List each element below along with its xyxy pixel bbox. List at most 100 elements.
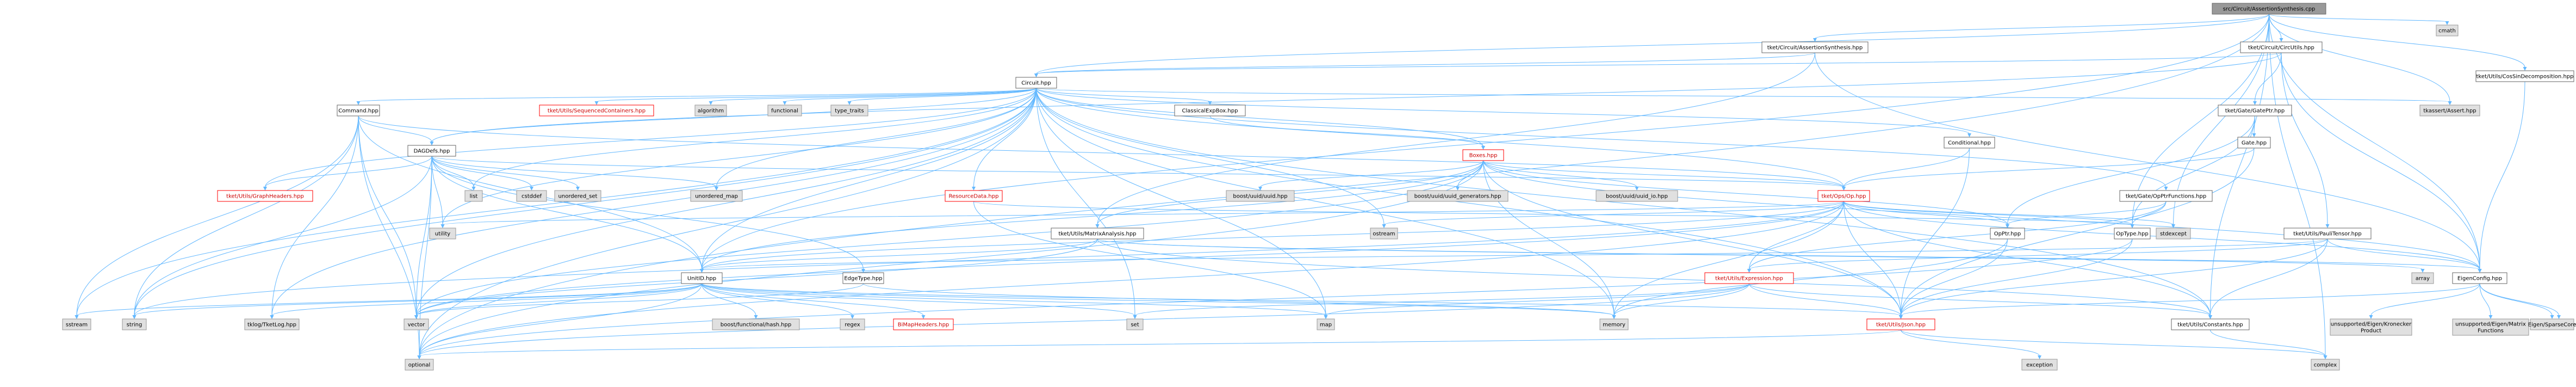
edge-arrow-dagdefs-to-list bbox=[471, 187, 476, 191]
node-matrixan[interactable]: tket/Utils/MatrixAnalysis.hpp bbox=[1051, 228, 1144, 239]
node-opptr[interactable]: OpPtr.hpp bbox=[1990, 228, 2025, 239]
edge-gateptr-to-optype bbox=[2132, 115, 2255, 225]
node-optype[interactable]: OpType.hpp bbox=[2114, 228, 2151, 239]
node-paulitensor[interactable]: tket/Utils/PauliTensor.hpp bbox=[2283, 228, 2372, 239]
edge-root-to-cosin bbox=[2269, 14, 2525, 68]
node-expression[interactable]: tket/Utils/Expression.hpp bbox=[1704, 272, 1794, 284]
node-eigenconfig[interactable]: EigenConfig.hpp bbox=[2452, 272, 2507, 284]
node-label: cmath bbox=[2438, 28, 2456, 34]
node-label: string bbox=[127, 322, 142, 328]
node-box bbox=[2240, 41, 2323, 53]
node-complex: complex bbox=[2311, 359, 2340, 371]
edge-root-to-constants bbox=[2210, 14, 2269, 316]
node-label: stdexcept bbox=[2160, 231, 2187, 237]
node-ostream: ostream bbox=[1370, 228, 1398, 239]
edge-arrow-dagdefs-to-graphheaders bbox=[263, 187, 267, 191]
node-op[interactable]: tket/Ops/Op.hpp bbox=[1817, 190, 1870, 202]
edge-op-to-utility bbox=[442, 201, 1844, 225]
node-tket_cas[interactable]: tket/Circuit/AssertionSynthesis.hpp bbox=[1761, 41, 1869, 53]
edge-arrow-command-to-dagdefs bbox=[430, 142, 434, 145]
node-json[interactable]: tket/Utils/Json.hpp bbox=[1866, 318, 1935, 330]
edge-circuit-to-utility bbox=[442, 88, 1036, 225]
node-command[interactable]: Command.hpp bbox=[337, 105, 380, 116]
node-tket_cu[interactable]: tket/Circuit/CircUtils.hpp bbox=[2240, 41, 2323, 53]
node-bimap[interactable]: BiMapHeaders.hpp bbox=[893, 318, 954, 330]
node-label: utility bbox=[435, 231, 451, 237]
edge-expression-to-map bbox=[1325, 283, 1749, 316]
edge-root-to-optype bbox=[2132, 14, 2269, 225]
node-box bbox=[2436, 24, 2459, 36]
node-label: Command.hpp bbox=[338, 108, 378, 114]
edge-arrow-boxes-to-buuidgen bbox=[1456, 187, 1460, 191]
node-label: complex bbox=[2314, 363, 2337, 368]
node-box bbox=[842, 272, 884, 284]
node-box bbox=[2119, 190, 2213, 202]
edge-circuit-to-optional bbox=[419, 88, 1036, 357]
node-gateptr[interactable]: tket/Gate/GatePtr.hpp bbox=[2218, 105, 2292, 116]
node-box bbox=[122, 318, 147, 330]
edge-circuit-to-sstream bbox=[76, 88, 1036, 316]
edge-boxes-to-buuid bbox=[1260, 160, 1483, 188]
node-circuit[interactable]: Circuit.hpp bbox=[1015, 77, 1057, 89]
edge-json-to-complex bbox=[1901, 329, 2326, 357]
edge-arrow-root-to-cosin bbox=[2523, 67, 2527, 71]
node-label: Circuit.hpp bbox=[1021, 81, 1051, 87]
node-classexp[interactable]: ClassicalExpBox.hpp bbox=[1174, 105, 1246, 116]
edge-paulitensor-to-eigenconfig bbox=[2327, 238, 2480, 270]
edge-arrow-unitid-to-string bbox=[132, 315, 136, 319]
node-dagdefs[interactable]: DAGDefs.hpp bbox=[407, 145, 456, 157]
node-opptrfn[interactable]: tket/Gate/OpPtrFunctions.hpp bbox=[2119, 190, 2213, 202]
edge-tket_cu-to-paulitensor bbox=[2281, 52, 2328, 225]
edge-circuit-to-classexp bbox=[1036, 88, 1211, 102]
node-box bbox=[2330, 318, 2412, 336]
node-functional: functional bbox=[767, 105, 802, 116]
edge-circuit-to-vector bbox=[416, 88, 1036, 316]
node-resourcedata[interactable]: ResourceData.hpp bbox=[945, 190, 1003, 202]
edge-paulitensor-to-json bbox=[1901, 238, 2328, 316]
node-box bbox=[516, 190, 547, 202]
node-label: tket/Utils/PauliTensor.hpp bbox=[2293, 231, 2361, 237]
node-box bbox=[2237, 137, 2271, 149]
node-constants[interactable]: tket/Utils/Constants.hpp bbox=[2171, 318, 2250, 330]
node-label: Boxes.hpp bbox=[1469, 153, 1498, 159]
edge-command-to-string bbox=[134, 115, 359, 316]
node-seqcont[interactable]: tket/Utils/SequencedContainers.hpp bbox=[539, 105, 654, 116]
edge-arrow-root-to-tket_cu bbox=[2279, 38, 2283, 42]
edge-circuit-to-algorithm bbox=[710, 88, 1036, 102]
node-root[interactable]: src/Circuit/AssertionSynthesis.cpp bbox=[2212, 3, 2326, 15]
edge-arrow-expression-to-constants bbox=[2208, 315, 2212, 319]
node-buuid: boost/uuid/uuid.hpp bbox=[1226, 190, 1295, 202]
node-boxes[interactable]: Boxes.hpp bbox=[1462, 149, 1504, 161]
edge-arrow-circuit-to-classexp bbox=[1208, 101, 1212, 105]
node-box bbox=[2419, 105, 2480, 116]
edge-gate-to-json bbox=[1901, 148, 2255, 316]
edge-arrow-circuit-to-seqcont bbox=[594, 101, 599, 105]
edge-command-to-op bbox=[358, 115, 1844, 188]
node-edgetype[interactable]: EdgeType.hpp bbox=[842, 272, 884, 284]
node-gate[interactable]: Gate.hpp bbox=[2237, 137, 2271, 149]
edge-arrow-classexp-to-boxes bbox=[1481, 146, 1485, 150]
node-box bbox=[407, 145, 456, 157]
node-unitid[interactable]: UnitID.hpp bbox=[681, 272, 723, 284]
node-label: regex bbox=[845, 322, 860, 328]
node-cosin[interactable]: tket/Utils/CosSinDecomposition.hpp bbox=[2475, 70, 2574, 82]
node-label: tkassert/Assert.hpp bbox=[2423, 108, 2476, 114]
edge-unitid-to-optional bbox=[419, 283, 702, 357]
edge-json-to-exception bbox=[1901, 329, 2040, 357]
edge-root-to-eigenconfig bbox=[2269, 14, 2480, 270]
node-conditional[interactable]: Conditional.hpp bbox=[1944, 137, 1995, 149]
edge-arrow-op-to-ostream bbox=[1382, 224, 1386, 228]
edge-arrow-root-to-tket_cas bbox=[1813, 38, 1817, 42]
edge-resourcedata-to-map bbox=[973, 201, 1326, 316]
node-box bbox=[1126, 318, 1144, 330]
node-graphheaders[interactable]: tket/Utils/GraphHeaders.hpp bbox=[217, 190, 313, 202]
edge-op-to-json bbox=[1843, 201, 1901, 316]
edge-op-to-constants bbox=[1843, 201, 2211, 316]
node-string: string bbox=[122, 318, 147, 330]
node-buuidio: boost/uuid/uuid_io.hpp bbox=[1596, 190, 1678, 202]
edge-optype-to-optional bbox=[419, 238, 2133, 357]
node-label: tket/Ops/Op.hpp bbox=[1821, 194, 1866, 200]
node-box bbox=[404, 318, 429, 330]
node-box bbox=[2452, 272, 2507, 284]
edge-expression-to-memory bbox=[1613, 283, 1749, 316]
